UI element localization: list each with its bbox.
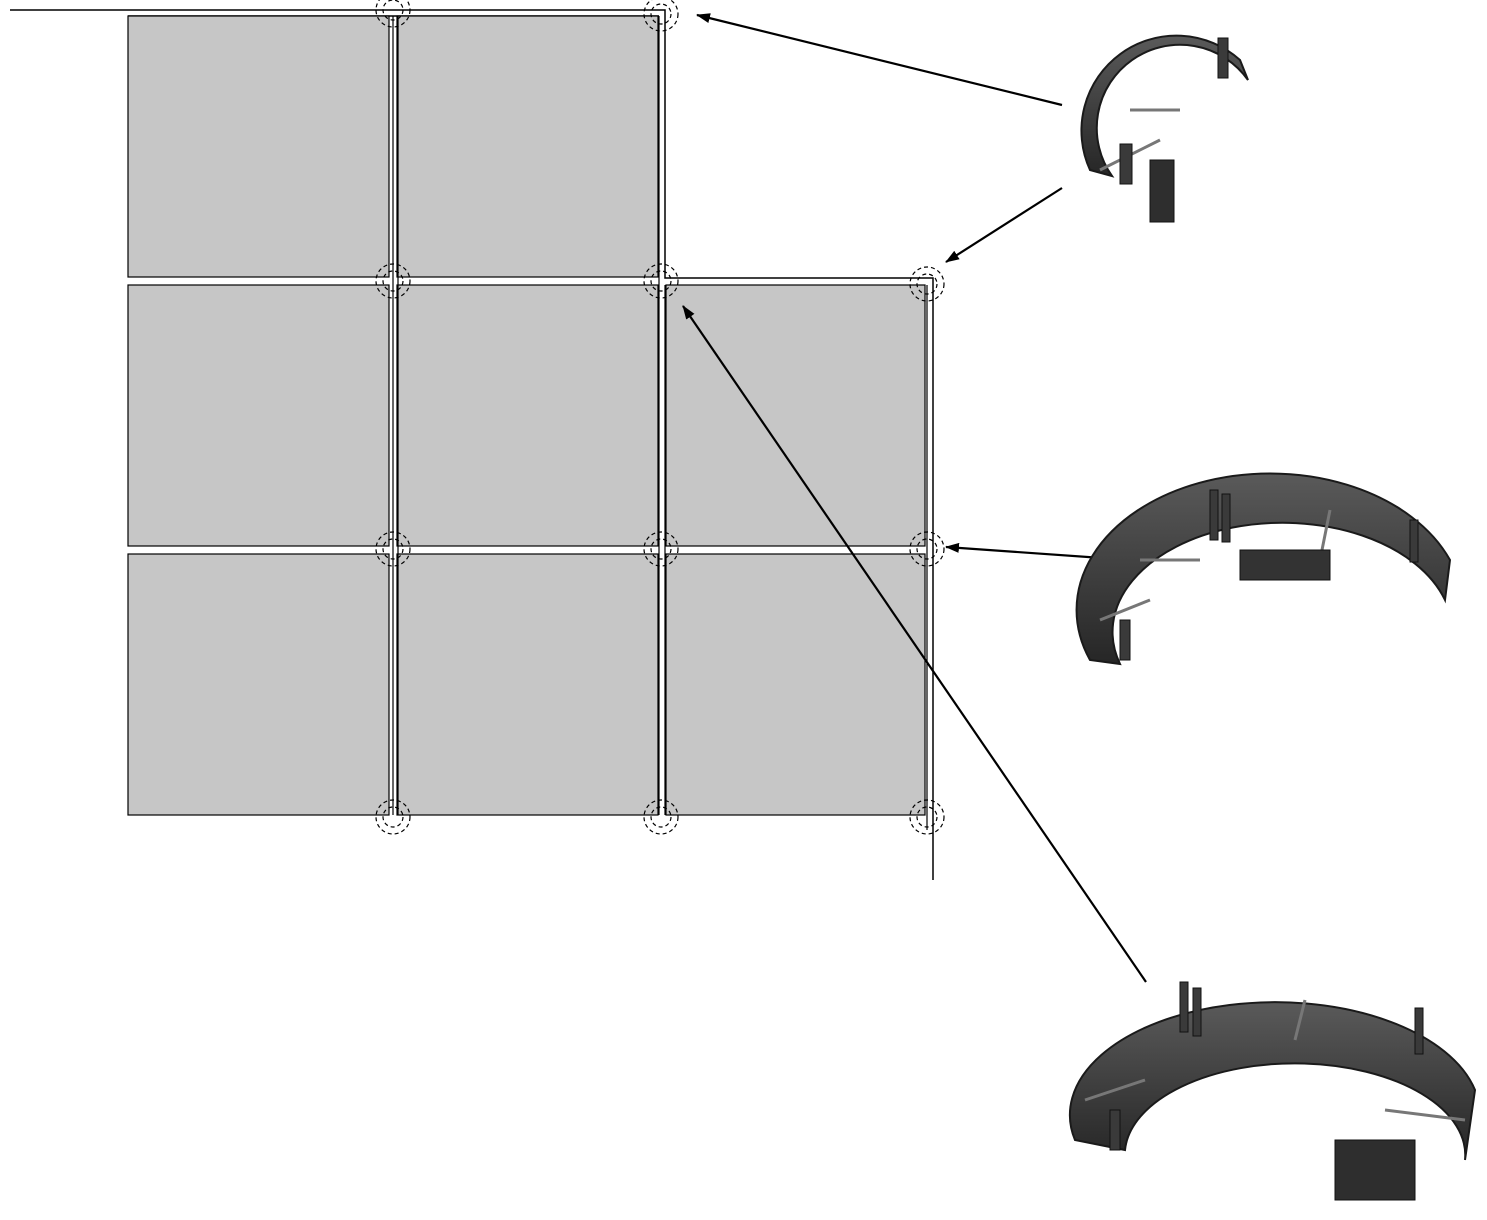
arrow-edge-side xyxy=(945,542,1103,560)
joint-circle xyxy=(382,270,404,292)
arrow-inner-corner xyxy=(682,305,1147,983)
tile-r1-c1 xyxy=(396,284,659,547)
tile-r2-c2 xyxy=(665,553,926,816)
inner-corner-pedestal-piece-icon xyxy=(1068,981,1477,1201)
joint-circle xyxy=(643,531,679,567)
arrow-corner-outer xyxy=(945,187,1063,263)
joint-circle xyxy=(650,270,672,292)
joint-circle xyxy=(643,799,679,835)
joint-circle xyxy=(650,806,672,828)
joint-circle xyxy=(916,806,938,828)
joint-circle xyxy=(375,263,411,299)
joint-circle xyxy=(650,538,672,560)
joint-circle xyxy=(375,799,411,835)
joint-circle xyxy=(382,538,404,560)
tile-r2-c1 xyxy=(396,553,659,816)
pointer-arrows xyxy=(682,13,1147,983)
joint-circle xyxy=(916,273,938,295)
joint-circle xyxy=(375,531,411,567)
joint-circle xyxy=(382,0,404,21)
tile-grid xyxy=(127,15,926,816)
tile-r0-c1 xyxy=(396,15,659,278)
arrow-corner-top xyxy=(696,13,1063,107)
joint-circle xyxy=(909,799,945,835)
joint-circle xyxy=(909,266,945,302)
joint-circle xyxy=(643,263,679,299)
joint-circle xyxy=(643,0,679,32)
tile-r1-c2 xyxy=(665,284,926,547)
joint-circle xyxy=(650,3,672,25)
joint-markers xyxy=(375,0,945,835)
joint-circle xyxy=(916,538,938,560)
corner-pedestal-piece-icon xyxy=(1080,34,1249,223)
joint-circle xyxy=(375,0,411,28)
tile-gap-lines xyxy=(392,16,928,830)
tile-r0-c0 xyxy=(127,15,390,278)
joint-circle xyxy=(382,806,404,828)
edge-pedestal-piece-icon xyxy=(1075,472,1452,666)
joint-circle xyxy=(909,531,945,567)
tile-r2-c0 xyxy=(127,553,390,816)
tile-r1-c0 xyxy=(127,284,390,547)
top-edge-line xyxy=(10,9,934,880)
